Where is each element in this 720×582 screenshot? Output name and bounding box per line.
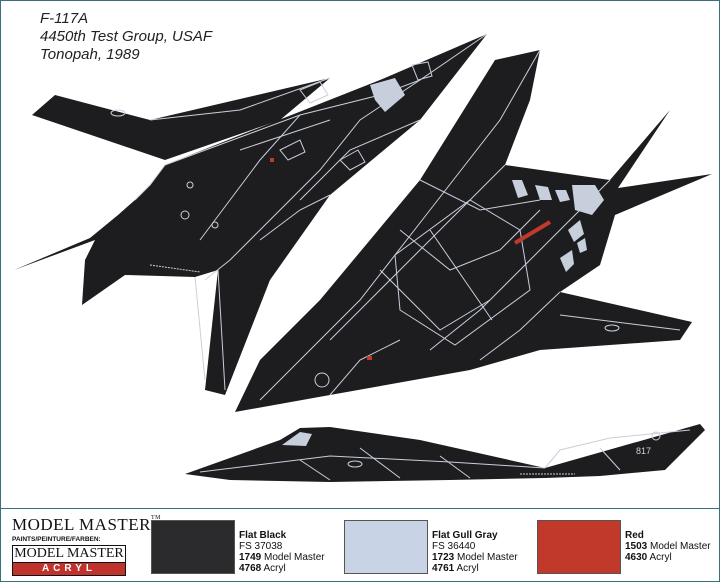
paint-legend: MODEL MASTERTM PAINTS/PEINTURE/FARBEN: M… (0, 509, 720, 581)
side-view-tail-emblem (651, 431, 661, 441)
bottom-view-aircraft (235, 49, 712, 412)
top-view-panel-2 (279, 139, 306, 161)
bottom-view-bay-center (429, 229, 493, 321)
top-view-national-insignia (110, 109, 126, 117)
swatch-info-flat-gull-gray: Flat Gull Gray FS 36440 1723 Model Maste… (432, 530, 518, 574)
bottom-view-gray-panel-7 (577, 238, 587, 253)
top-view-canopy (370, 78, 405, 112)
bottom-view-gray-panel-2 (512, 180, 528, 198)
swatch-flat-gull-gray (344, 520, 428, 574)
bottom-view-red-marker (367, 356, 372, 360)
top-view-panel-1 (299, 81, 329, 104)
caption-location-year: Tonopah, 1989 (40, 46, 140, 63)
bottom-view-national-insignia (604, 324, 620, 332)
legend-divider (0, 508, 720, 509)
brand-logo: MODEL MASTER ACRYL (12, 545, 126, 576)
swatch-flat-black (151, 520, 235, 574)
top-view-red-marker (270, 158, 274, 162)
side-view-national-insignia (347, 460, 363, 468)
aircraft-profiles: 817 (14, 33, 712, 482)
side-view-body (185, 424, 705, 482)
side-view-canopy (282, 432, 312, 446)
caption-unit: 4450th Test Group, USAF (40, 28, 213, 45)
top-view-intake-2 (186, 181, 194, 189)
side-view-aircraft: 817 (185, 424, 705, 482)
swatch-red (537, 520, 621, 574)
top-view-panel-3 (339, 149, 366, 171)
top-view-intake-3 (211, 221, 219, 229)
brand-block: MODEL MASTERTM PAINTS/PEINTURE/FARBEN: M… (12, 515, 162, 576)
brand-logo-line: ACRYL (13, 563, 125, 575)
brand-logo-name: MODEL MASTER (13, 546, 125, 563)
bottom-view-gray-panel-6 (560, 250, 574, 272)
top-view-wing-left (32, 78, 330, 160)
caption-model: F-117A (40, 10, 89, 27)
bottom-view-red-stripe (513, 220, 552, 245)
brand-wordmark: MODEL MASTERTM (12, 515, 162, 534)
bottom-view-body (235, 50, 712, 412)
bottom-view-gray-panel-3 (535, 185, 552, 200)
swatch-info-red: Red 1503 Model Master 4630 Acryl (625, 530, 711, 563)
aircraft-caption: F-117A 4450th Test Group, USAF Tonopah, … (40, 10, 212, 64)
swatch-info-flat-black: Flat Black FS 37038 1749 Model Master 47… (239, 530, 325, 574)
top-view-edge-line (149, 264, 201, 273)
bottom-view-panel-lines (259, 49, 681, 401)
top-view-emblem (411, 61, 433, 81)
bottom-view-bay-doors (394, 199, 531, 346)
bottom-view-gray-panel-4 (555, 190, 570, 202)
bottom-view-gray-panel-1 (572, 185, 604, 215)
top-view-intake-1 (180, 210, 190, 220)
top-view-aircraft (14, 33, 488, 395)
top-view-body (14, 34, 487, 395)
side-view-panel-lines (199, 429, 691, 481)
bottom-view-gear-door (314, 372, 330, 388)
side-view-tail-number: 817 (636, 446, 651, 456)
bottom-view-gray-panel-5 (568, 220, 584, 242)
brand-tagline: PAINTS/PEINTURE/FARBEN: (12, 536, 101, 543)
